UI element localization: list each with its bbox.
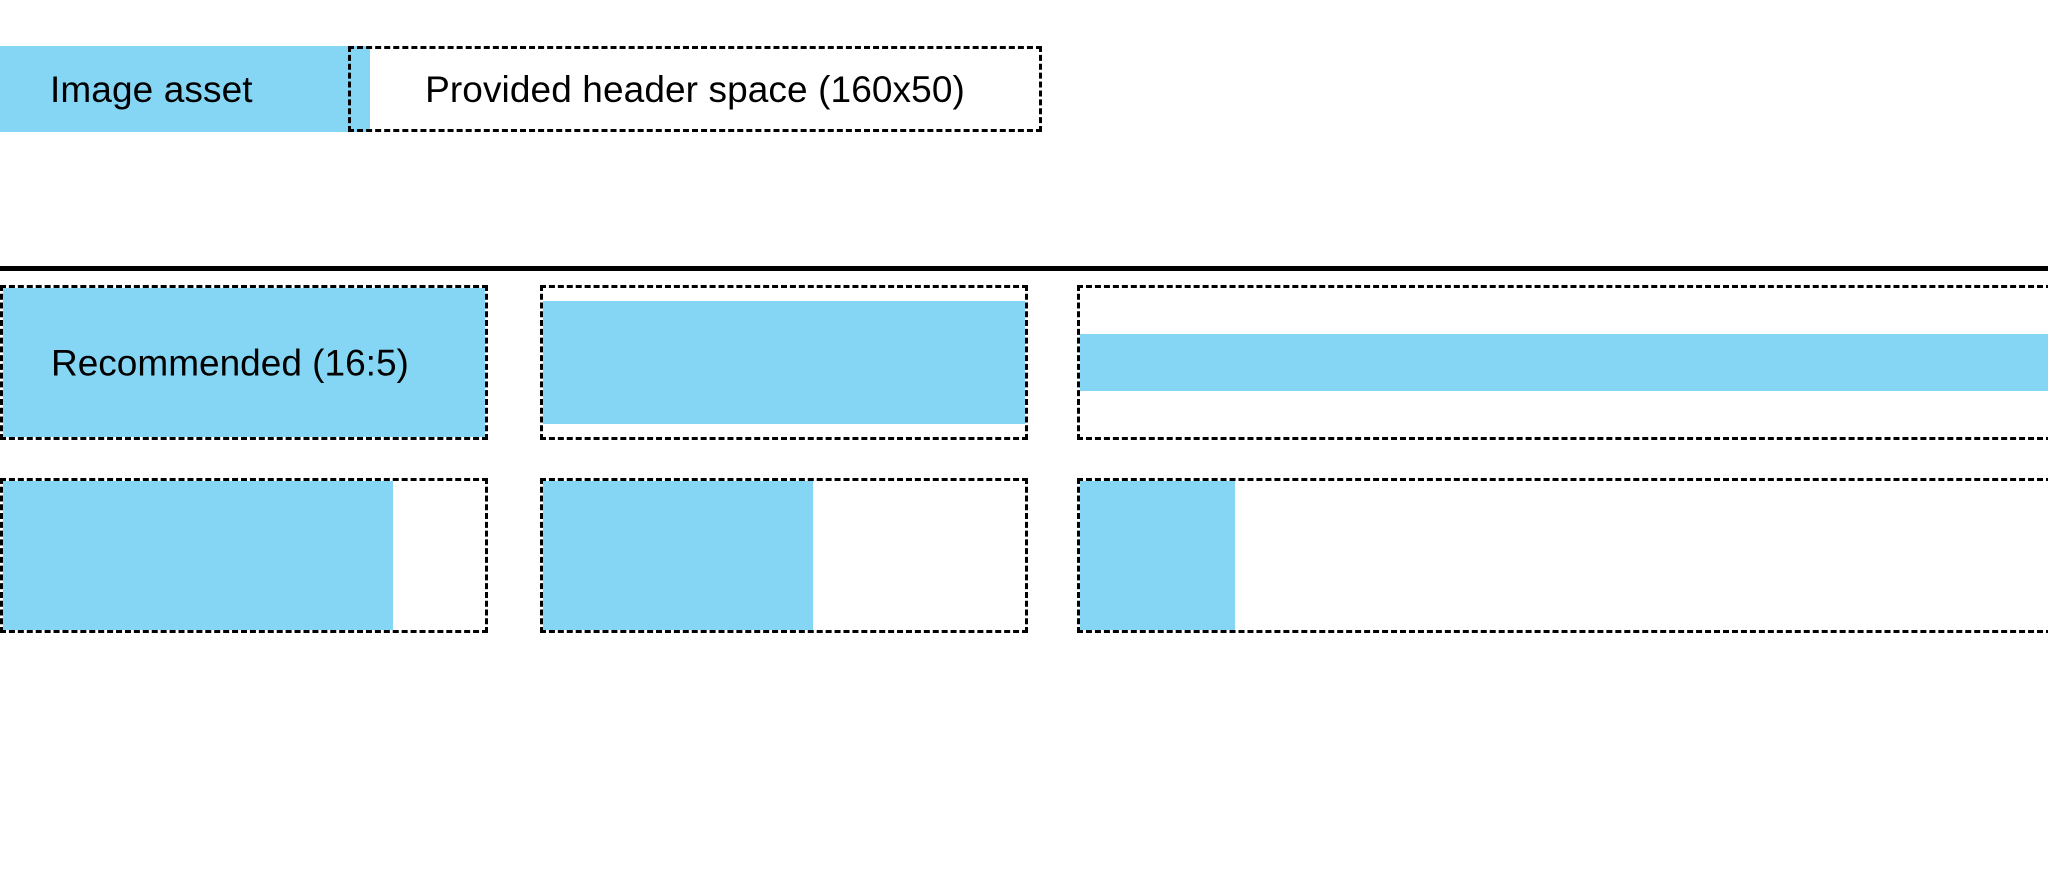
recommended-ratio-label: Recommended (16:5) — [51, 342, 409, 383]
provided-header-space-label: Provided header space (160x50) — [425, 68, 965, 110]
aspect-cell-recommended-16-5: Recommended (16:5) — [0, 285, 488, 440]
section-divider — [0, 266, 2048, 271]
aspect-fill-shorter — [543, 300, 1025, 425]
image-asset-swatch: Image asset — [0, 46, 370, 132]
aspect-cell-shorter-fill — [540, 285, 1028, 440]
aspect-cell-shortest-fill — [1077, 285, 2048, 440]
aspect-fill-recommended — [3, 288, 485, 437]
aspect-fill-wide — [3, 481, 394, 630]
provided-header-space-box: Provided header space (160x50) — [348, 46, 1042, 132]
aspect-row-height-variation: Recommended (16:5) — [0, 285, 2048, 440]
aspect-cell-narrow-fill — [1077, 478, 2048, 633]
aspect-cell-wide-fill — [0, 478, 488, 633]
aspect-cell-medium-fill — [540, 478, 1028, 633]
image-asset-label: Image asset — [50, 68, 253, 110]
aspect-fill-shortest — [1080, 334, 2048, 391]
header-legend-row: Image asset Provided header space (160x5… — [0, 46, 2048, 132]
aspect-row-width-variation — [0, 478, 2048, 633]
aspect-fill-narrow — [1080, 481, 1236, 630]
aspect-fill-medium — [543, 481, 813, 630]
